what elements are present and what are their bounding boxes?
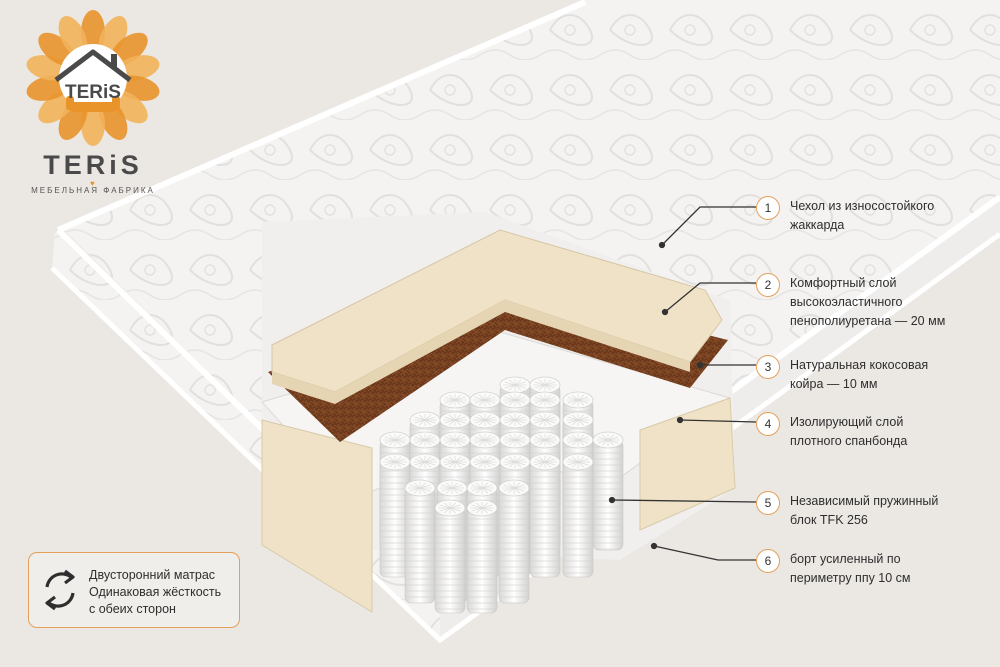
- callout-2-line-3: пенополиуретана — 20 мм: [790, 314, 946, 328]
- callout-text-2: Комфортный слой высокоэластичного пенопо…: [790, 274, 996, 331]
- callout-3-line-2: койра — 10 мм: [790, 377, 878, 391]
- callout-6-line-2: периметру ппу 10 см: [790, 571, 911, 585]
- foam-border-left: [261, 419, 373, 613]
- double-sided-info-box: Двусторонний матрас Одинаковая жёсткость…: [28, 552, 240, 628]
- callout-number-4: 4: [756, 412, 780, 436]
- foam-border-right: [639, 397, 736, 531]
- callout-5-line-2: блок TFK 256: [790, 513, 868, 527]
- logo-flower-emblem: TERiS: [26, 10, 160, 146]
- info-line-2: Одинаковая жёсткость: [89, 585, 222, 599]
- callout-number-1: 1: [756, 196, 780, 220]
- logo-petal: [26, 75, 70, 101]
- callout-2-line-1: Комфортный слой: [790, 276, 897, 290]
- callout-4-line-1: Изолирующий слой: [790, 415, 904, 429]
- callout-number-5: 5: [756, 491, 780, 515]
- heart-icon: ♥: [90, 179, 95, 188]
- teris-logo: TERiS TERiS ♥ мебельная фабрика: [18, 10, 168, 195]
- callout-1-line-1: Чехол из износостойкого: [790, 199, 935, 213]
- pocket-spring-block: [379, 376, 624, 614]
- callout-number-6: 6: [756, 549, 780, 573]
- callout-text-4: Изолирующий слой плотного спанбонда: [790, 413, 996, 451]
- callout-5-line-1: Независимый пружинный: [790, 494, 939, 508]
- callout-4-line-2: плотного спанбонда: [790, 434, 908, 448]
- callout-text-5: Независимый пружинный блок TFK 256: [790, 492, 996, 530]
- info-line-1: Двусторонний матрас: [89, 568, 216, 582]
- leader-line-4: [679, 419, 757, 423]
- leader-line-1: [661, 206, 756, 246]
- callout-text-3: Натуральная кокосовая койра — 10 мм: [790, 356, 996, 394]
- callout-text-6: борт усиленный по периметру ппу 10 см: [790, 550, 996, 588]
- callout-2-line-2: высокоэластичного: [790, 295, 903, 309]
- leader-line-6: [653, 545, 756, 561]
- callout-number-2: 2: [756, 273, 780, 297]
- leader-line-5: [611, 499, 757, 503]
- callout-number-3: 3: [756, 355, 780, 379]
- callout-6-line-1: борт усиленный по: [790, 552, 901, 566]
- leader-line-2: [664, 282, 756, 313]
- logo-wordmark: TERiS: [65, 82, 121, 103]
- brand-name: TERiS: [43, 150, 143, 180]
- info-line-3: с обеих сторон: [89, 602, 176, 616]
- callout-text-1: Чехол из износостойкого жаккарда: [790, 197, 996, 235]
- callout-1-line-2: жаккарда: [790, 218, 845, 232]
- double-sided-cycle-icon: [45, 569, 75, 611]
- info-text: Двусторонний матрас Одинаковая жёсткость…: [89, 567, 221, 618]
- brand-subtitle: мебельная фабрика: [31, 186, 155, 195]
- callout-3-line-1: Натуральная кокосовая: [790, 358, 929, 372]
- logo-petal: [116, 55, 160, 81]
